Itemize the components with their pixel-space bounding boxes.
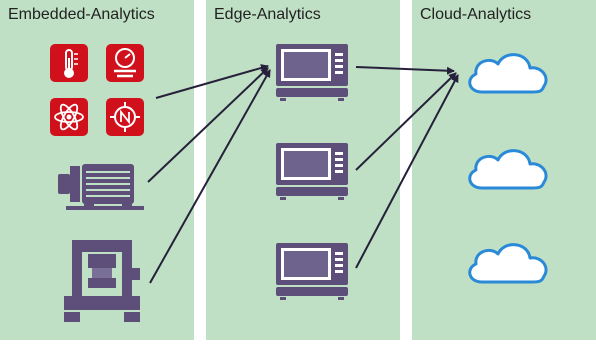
arrow-sensors-to-edge <box>155 64 269 99</box>
arrow-motor-to-edge <box>147 67 269 183</box>
arrow-edge2-to-cloud <box>355 72 457 171</box>
embedded-analytics-title: Embedded-Analytics <box>8 6 155 23</box>
arrow-press-to-edge <box>149 69 271 284</box>
edge-device-icon <box>276 143 348 200</box>
edge-analytics-title: Edge-Analytics <box>214 6 321 23</box>
cloud-icon <box>468 149 548 190</box>
cloud-icon <box>468 53 548 94</box>
pressure-gauge-icon <box>106 44 144 82</box>
edge-device-icon <box>276 44 348 101</box>
cloud-icon <box>468 243 548 284</box>
arrow-edge1-to-cloud <box>355 66 455 75</box>
edge-device-icon <box>276 243 348 300</box>
electric-motor-icon <box>58 164 144 210</box>
arrow-edge3-to-cloud <box>355 74 459 269</box>
cloud-analytics-title: Cloud-Analytics <box>420 6 532 23</box>
compass-icon <box>106 98 144 136</box>
thermometer-icon <box>50 44 88 82</box>
atom-icon <box>50 98 88 136</box>
press-machine-icon <box>64 240 140 322</box>
